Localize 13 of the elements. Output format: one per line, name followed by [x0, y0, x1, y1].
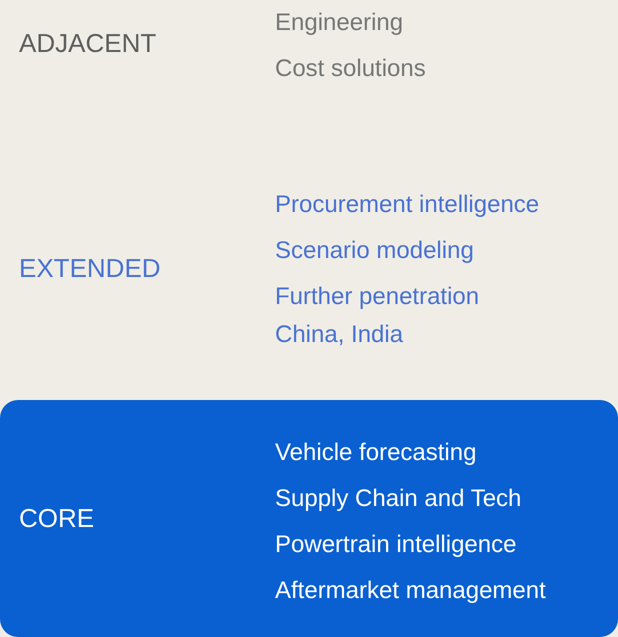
capability-item: Procurement intelligence — [275, 190, 540, 220]
tier-heading: ADJACENT — [19, 27, 156, 60]
capability-item: Powertrain intelligence — [275, 530, 516, 560]
capability-item: Cost solutions — [275, 54, 426, 84]
capability-item: Supply Chain and Tech — [275, 484, 522, 514]
capability-item: Scenario modeling — [275, 236, 474, 266]
tier-heading: EXTENDED — [19, 252, 161, 285]
capability-item: Further penetration China, India — [275, 282, 480, 350]
tier-heading: CORE — [19, 502, 94, 535]
core-tier-panel — [0, 400, 618, 637]
capability-item: Engineering — [275, 8, 404, 38]
capability-item: Vehicle forecasting — [275, 438, 476, 468]
capability-item: Aftermarket management — [275, 576, 546, 606]
